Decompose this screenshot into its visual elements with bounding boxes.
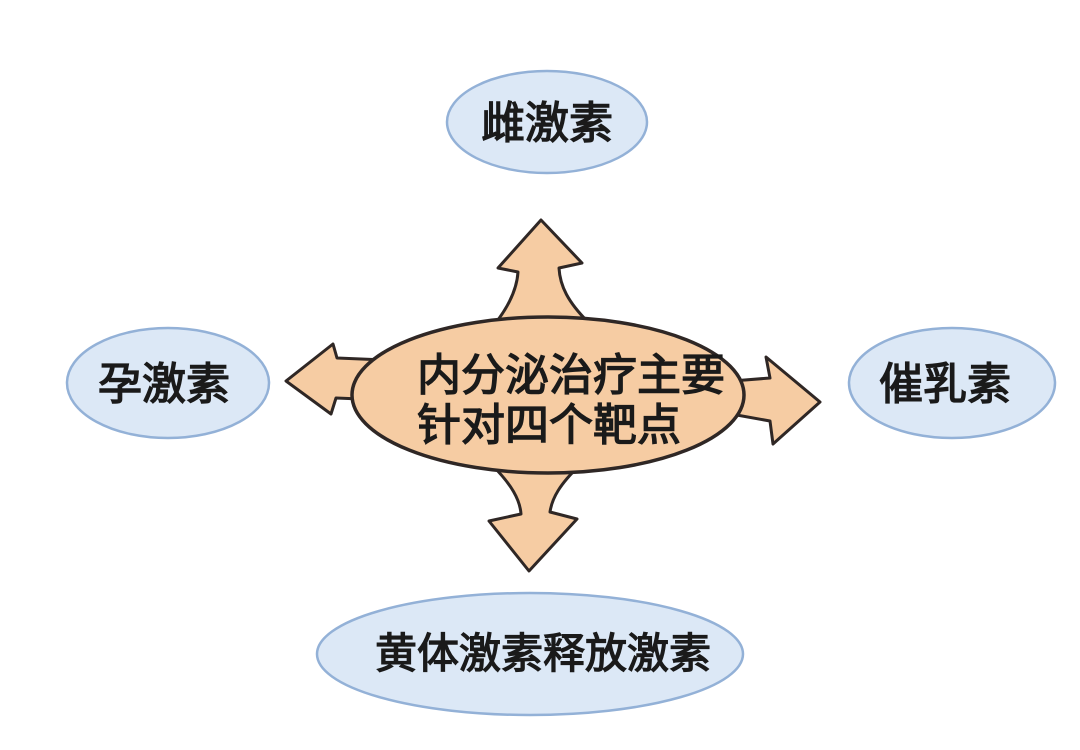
center-label-line1: 内分泌治疗主要: [417, 351, 725, 400]
node-ellipse-right: [847, 326, 1057, 440]
arrow-up-icon: [492, 218, 590, 327]
node-label-right: 催乳素: [879, 360, 1011, 409]
node-ellipse-bottom: [315, 591, 745, 717]
node-label-bottom: 黄体激素释放激素: [375, 630, 711, 677]
node-label-top: 雌激素: [481, 99, 613, 148]
arrow-down-icon: [487, 463, 582, 573]
center-label-line2: 针对四个靶点: [417, 401, 681, 450]
center-ellipse: [350, 315, 746, 475]
node-ellipse-top: [445, 69, 649, 175]
node-ellipse-left: [65, 326, 271, 440]
node-label-left: 孕激素: [98, 360, 230, 409]
